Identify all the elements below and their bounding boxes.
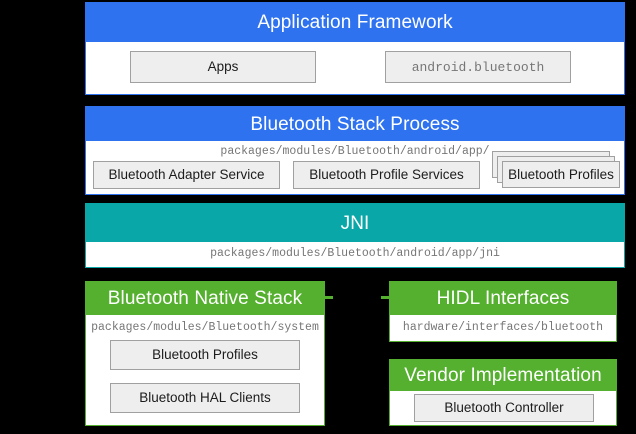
panel-hidl-interfaces: HIDL Interfaces hardware/interfaces/blue…: [389, 281, 617, 342]
box-bluetooth-profile-services[interactable]: Bluetooth Profile Services: [293, 161, 480, 189]
panel-bluetooth-stack-process: Bluetooth Stack Process packages/modules…: [85, 106, 625, 195]
connector-native-stack-right: [325, 296, 333, 299]
panel-header-hidl-interfaces: HIDL Interfaces: [390, 282, 616, 315]
panel-body-bluetooth-stack-process: packages/modules/Bluetooth/android/app/ …: [86, 141, 624, 194]
path-label-native-stack: packages/modules/Bluetooth/system: [91, 321, 319, 334]
box-apps[interactable]: Apps: [130, 51, 316, 83]
panel-header-bluetooth-stack-process: Bluetooth Stack Process: [86, 107, 624, 141]
box-bluetooth-controller[interactable]: Bluetooth Controller: [414, 394, 594, 422]
panel-header-bluetooth-native-stack: Bluetooth Native Stack: [86, 282, 324, 315]
panel-application-framework: Application Framework Apps android.bluet…: [85, 2, 625, 95]
panel-body-vendor-implementation: Bluetooth Controller: [390, 391, 616, 425]
path-label-hidl: hardware/interfaces/bluetooth: [402, 321, 604, 334]
box-android-bluetooth[interactable]: android.bluetooth: [385, 51, 571, 83]
box-bluetooth-adapter-service[interactable]: Bluetooth Adapter Service: [93, 161, 280, 189]
path-label-jni: packages/modules/Bluetooth/android/app/j…: [210, 247, 500, 260]
panel-body-bluetooth-native-stack: packages/modules/Bluetooth/system Blueto…: [86, 315, 324, 425]
panel-vendor-implementation: Vendor Implementation Bluetooth Controll…: [389, 359, 617, 426]
panel-body-jni: packages/modules/Bluetooth/android/app/j…: [86, 242, 624, 267]
panel-header-vendor-implementation: Vendor Implementation: [390, 360, 616, 391]
path-label-stack-process: packages/modules/Bluetooth/android/app/: [220, 145, 490, 158]
panel-header-jni: JNI: [86, 204, 624, 242]
box-bluetooth-profiles[interactable]: Bluetooth Profiles: [110, 340, 300, 370]
panel-header-application-framework: Application Framework: [86, 3, 624, 42]
stack-bluetooth-profiles[interactable]: Bluetooth Profiles: [492, 151, 620, 193]
connector-hidl-left: [381, 296, 389, 299]
panel-body-application-framework: Apps android.bluetooth: [86, 42, 624, 94]
panel-bluetooth-native-stack: Bluetooth Native Stack packages/modules/…: [85, 281, 325, 426]
box-bluetooth-hal-clients[interactable]: Bluetooth HAL Clients: [110, 383, 300, 413]
panel-jni: JNI packages/modules/Bluetooth/android/a…: [85, 203, 625, 268]
panel-body-hidl-interfaces: hardware/interfaces/bluetooth: [390, 315, 616, 341]
stack-card-front[interactable]: Bluetooth Profiles: [502, 161, 620, 188]
